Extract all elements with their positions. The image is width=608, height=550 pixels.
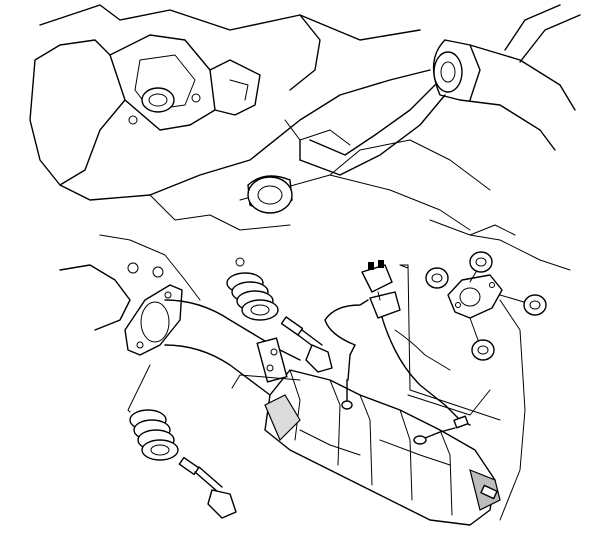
leader-lines xyxy=(127,264,491,416)
rubber-mount xyxy=(247,175,293,214)
oxygen-sensor-harness xyxy=(324,299,471,445)
bracket-with-nuts xyxy=(425,251,547,361)
catalytic-converter xyxy=(264,344,501,526)
bolt-upper xyxy=(256,316,333,383)
harness-connector xyxy=(361,260,401,319)
engine-block-outline xyxy=(29,4,491,331)
exhaust-flange xyxy=(124,284,183,356)
spring-lower xyxy=(129,409,179,461)
spring-upper xyxy=(226,272,279,321)
right-structure xyxy=(399,219,571,521)
bolt-lower xyxy=(178,456,237,519)
crossmember-pipe xyxy=(284,4,581,176)
